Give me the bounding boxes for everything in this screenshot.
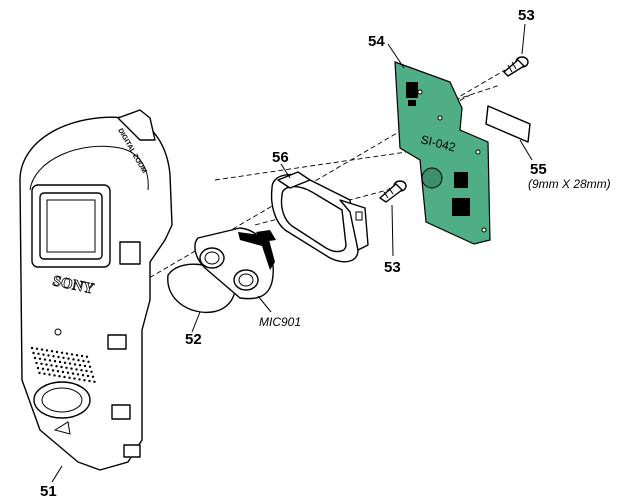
grille-hole (42, 353, 45, 356)
grille-hole (75, 354, 79, 357)
label-51: 51 (40, 483, 57, 500)
grille-hole (30, 346, 34, 350)
grille-hole (56, 370, 60, 373)
label-52: 52 (185, 331, 202, 348)
grille-hole (43, 358, 47, 361)
grille-hole (81, 374, 85, 377)
grille-hole (38, 357, 42, 360)
grille-hole (66, 371, 70, 374)
grille-hole (63, 361, 67, 364)
screw-lower-53 (379, 180, 407, 203)
grille-hole (53, 374, 56, 377)
label-53-top: 53 (518, 7, 535, 24)
grille-hole (65, 352, 69, 355)
grille-hole (83, 364, 87, 368)
grille-hole (36, 366, 40, 370)
front-cabinet-part-51: SONY DIGITAL ZOOM (19, 109, 173, 471)
grille-hole (68, 376, 71, 379)
grille-hole (40, 362, 43, 365)
grille-hole (80, 369, 83, 372)
grille-hole (93, 380, 96, 383)
grille-hole (73, 363, 77, 366)
grille-hole (58, 360, 62, 364)
grille-hole (51, 369, 55, 372)
grille-hole (55, 350, 59, 354)
grille-hole (45, 363, 48, 366)
microphone-mic901 (194, 227, 276, 300)
grille-hole (63, 375, 66, 379)
grille-hole (60, 351, 64, 354)
mic-grille (30, 346, 96, 383)
grille-hole (47, 354, 50, 357)
grille-hole (70, 353, 74, 356)
label-54: 54 (368, 33, 385, 50)
label-56: 56 (272, 149, 289, 166)
grille-hole (41, 367, 45, 370)
grille-hole (80, 354, 84, 358)
grille-hole (48, 373, 51, 376)
grille-hole (48, 359, 52, 362)
grille-hole (68, 362, 72, 365)
label-55-size: (9mm X 28mm) (528, 177, 611, 191)
grille-hole (45, 349, 49, 352)
grille-hole (91, 375, 95, 378)
grille-hole (40, 348, 44, 351)
grille-hole (43, 372, 46, 375)
grille-hole (62, 356, 65, 359)
grille-hole (61, 370, 65, 374)
grille-hole (72, 358, 75, 361)
grille-hole (35, 347, 39, 350)
label-mic901: MIC901 (259, 315, 301, 329)
grille-hole (55, 365, 58, 368)
grille-hole (78, 364, 82, 367)
grille-hole (58, 375, 61, 378)
grille-hole (53, 360, 57, 363)
grille-hole (71, 372, 75, 375)
grille-hole (67, 357, 70, 360)
grille-hole (52, 355, 55, 358)
leader-lines (51, 23, 533, 483)
grille-hole (86, 374, 90, 378)
grille-hole (60, 365, 63, 369)
label-55: 55 (530, 161, 547, 178)
grille-hole (77, 359, 80, 362)
grille-hole (85, 355, 89, 358)
grille-hole (65, 366, 68, 369)
sheet-part-55 (485, 105, 531, 143)
grille-hole (50, 350, 54, 353)
grille-hole (38, 371, 41, 375)
label-53-bottom: 53 (384, 259, 401, 276)
grille-hole (82, 359, 85, 363)
grille-hole (85, 369, 88, 373)
grille-hole (57, 355, 60, 359)
grille-hole (32, 351, 35, 355)
grille-hole (35, 361, 38, 365)
grille-hole (88, 365, 92, 368)
grille-hole (83, 379, 86, 382)
grille-hole (73, 377, 76, 380)
grille-hole (76, 373, 80, 376)
grille-hole (75, 368, 78, 371)
grille-hole (46, 368, 50, 371)
frame-part-56 (270, 171, 369, 263)
grille-hole (87, 360, 90, 363)
grille-hole (78, 378, 81, 381)
grille-hole (37, 352, 40, 355)
screw-upper-53 (503, 56, 529, 77)
grille-hole (88, 379, 91, 383)
grille-hole (90, 370, 93, 373)
grille-hole (70, 367, 73, 370)
circuit-board-part-54: SI-042 (394, 61, 491, 245)
grille-hole (50, 364, 53, 367)
grille-hole (33, 356, 37, 360)
